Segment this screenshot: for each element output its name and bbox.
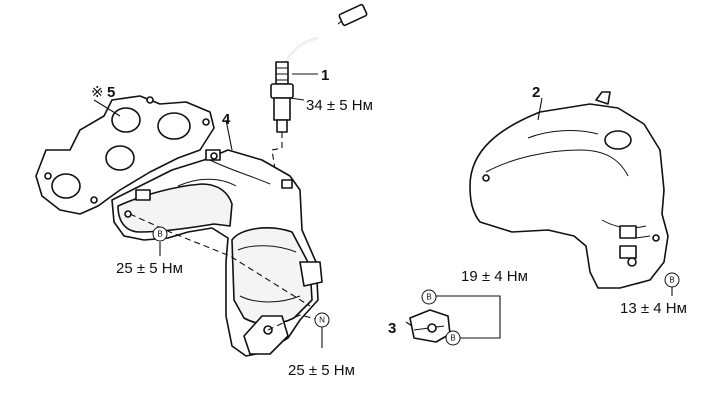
part-number-2: 2 xyxy=(532,84,540,101)
marker-n-stay: N xyxy=(314,312,330,328)
marker-letter: B xyxy=(157,230,162,239)
marker-b-bracket-bottom: B xyxy=(445,330,461,346)
oxygen-sensor xyxy=(270,3,368,177)
marker-letter: B xyxy=(669,276,674,285)
bracket xyxy=(409,309,451,343)
part-number-4: 4 xyxy=(222,111,231,128)
torque-manifold-stay: 25 ± 5 Нм xyxy=(288,362,355,379)
marker-b-bracket-top: B xyxy=(421,289,437,305)
marker-letter: B xyxy=(450,334,455,343)
marker-b-manifold: B xyxy=(152,226,168,242)
leader-lines xyxy=(93,73,673,348)
marker-letter: B xyxy=(426,293,431,302)
exhaust-manifold xyxy=(111,149,323,357)
part-number-3: 3 xyxy=(388,320,396,337)
torque-bracket: 19 ± 4 Нм xyxy=(461,268,528,285)
marker-letter: N xyxy=(319,316,325,325)
marker-b-heat-shield: B xyxy=(664,272,680,288)
part-number-5-mark: ※ xyxy=(91,84,104,101)
part-number-1: 1 xyxy=(321,67,329,84)
torque-sensor: 34 ± 5 Нм xyxy=(306,97,373,114)
exhaust-gasket xyxy=(35,95,215,215)
heat-shield xyxy=(469,91,669,289)
part-number-5: 5 xyxy=(107,84,115,101)
torque-heat-shield: 13 ± 4 Нм xyxy=(620,300,687,317)
torque-manifold-flange: 25 ± 5 Нм xyxy=(116,260,183,277)
